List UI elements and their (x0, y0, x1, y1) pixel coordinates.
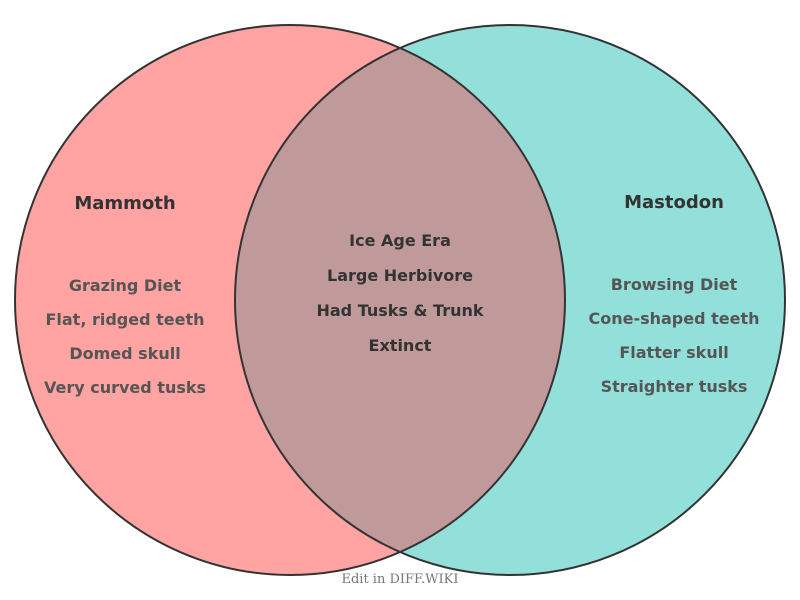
edit-link[interactable]: Edit in DIFF.WIKI (341, 572, 459, 587)
mastodon-item: Flatter skull (619, 343, 729, 362)
mastodon-item: Browsing Diet (610, 275, 738, 294)
overlap-item: Extinct (368, 336, 432, 355)
mastodon-item: Cone-shaped teeth (588, 309, 760, 328)
mastodon-title: Mastodon (624, 192, 724, 213)
overlap-item: Had Tusks & Trunk (316, 301, 484, 320)
mammoth-outline (14, 24, 566, 576)
overlap-region (235, 25, 565, 575)
mammoth-title: Mammoth (74, 193, 176, 214)
overlap-item: Large Herbivore (327, 266, 473, 285)
mammoth-item: Very curved tusks (43, 378, 207, 397)
mastodon-outline (234, 24, 786, 576)
mammoth-item: Flat, ridged teeth (45, 310, 205, 329)
mammoth-item: Domed skull (69, 344, 181, 363)
mastodon-item: Straighter tusks (600, 377, 748, 396)
overlap-item: Ice Age Era (349, 231, 451, 250)
mammoth-item: Grazing Diet (68, 276, 182, 295)
